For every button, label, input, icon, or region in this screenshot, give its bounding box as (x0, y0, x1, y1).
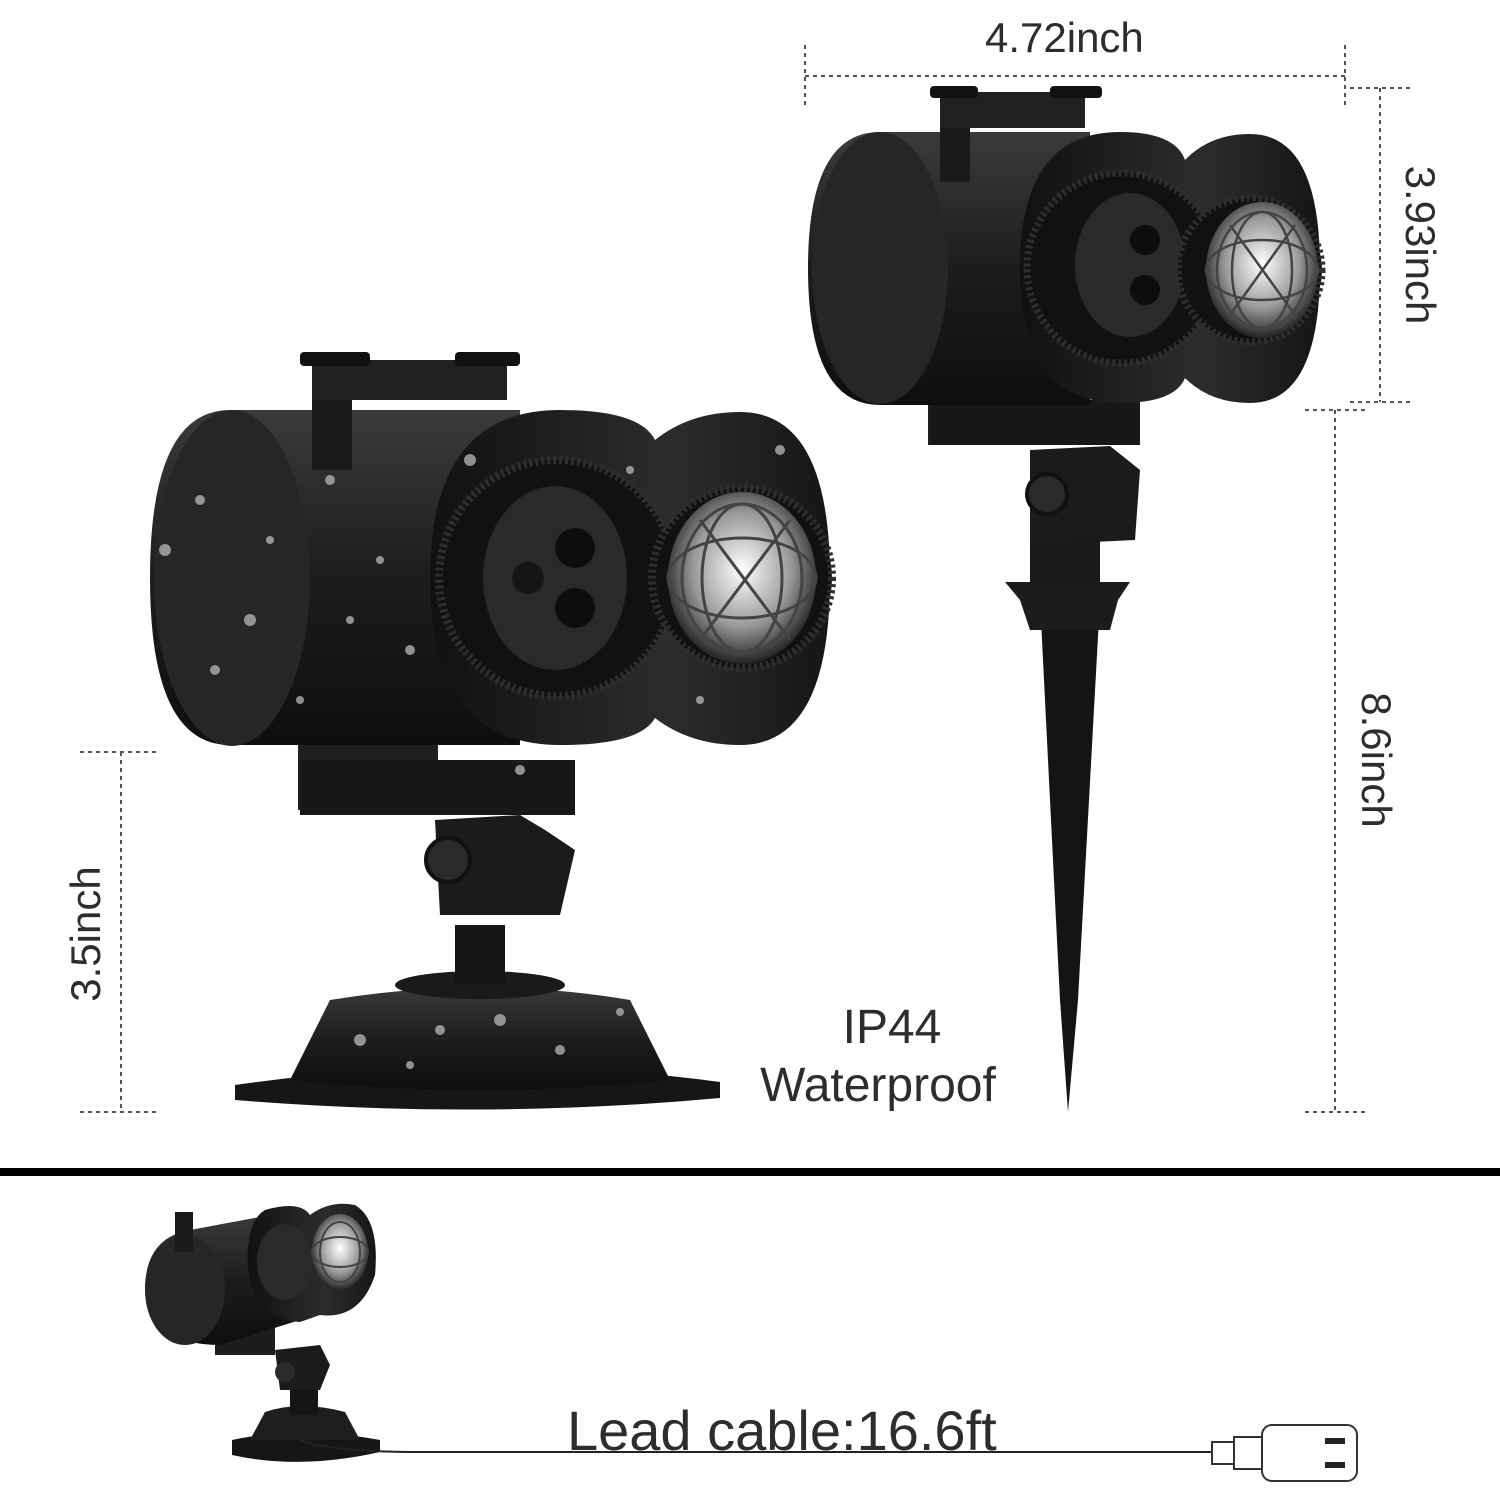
ip-rating-label: IP44 (842, 1001, 942, 1054)
head-height-dimension-label: 3.93inch (1397, 165, 1444, 325)
total-height-dimension-label: 8.6inch (1353, 692, 1400, 828)
width-dimension-label: 4.72inch (985, 14, 1144, 61)
projector-with-stake (808, 86, 1326, 1112)
waterproof-label: Waterproof (760, 1059, 996, 1112)
projector-with-base (150, 352, 836, 1110)
base-height-dimension-label: 3.5inch (62, 866, 109, 1002)
projector-with-cable (145, 1203, 1358, 1482)
section-divider (0, 1168, 1500, 1176)
dimension-lines (80, 45, 1410, 1113)
cable-length-label: Lead cable:16.6ft (567, 1399, 997, 1462)
